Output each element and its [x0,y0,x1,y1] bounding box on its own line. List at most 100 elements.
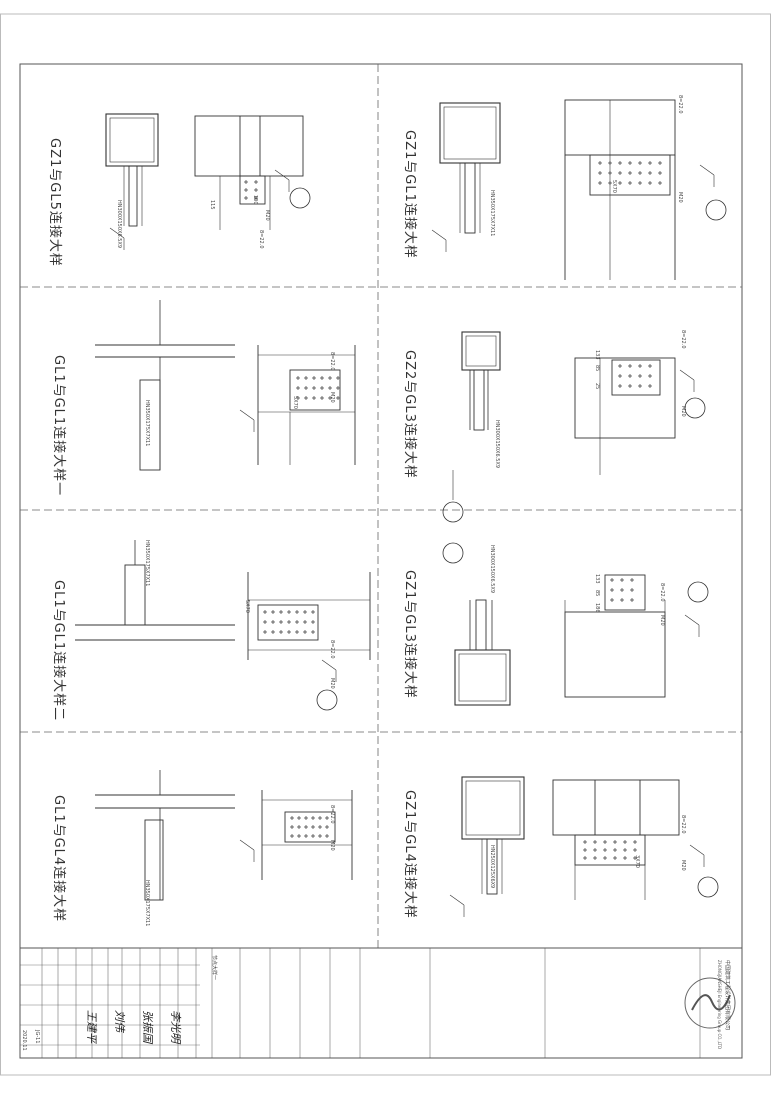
weld-leader [321,659,337,671]
weld-leader [431,229,447,241]
dim-label: M20 [329,678,335,689]
dim-label: M20 [659,615,665,626]
dim-label: 100 [252,195,258,205]
elevation-frame [564,99,676,156]
company-logo [691,994,731,1011]
dim-label: 8=22.0 [258,230,264,249]
signature: 王建平 [85,1010,98,1043]
dim-label: M20 [329,392,335,403]
member-label: HN350X175X7X11 [144,880,150,927]
weld-leader [109,227,125,239]
elevation-frame [552,779,680,836]
signature: 李光明 [169,1010,182,1043]
member-label: HN300X150X6.5X9 [489,545,495,593]
connection-plate [289,369,341,411]
detail-title-gz1-gl3: GZ1与GL3连接大样 [402,570,417,699]
member-label: HN300X150X6.5X9 [116,200,122,248]
weld-leader [239,839,255,851]
weld-leader [239,409,255,421]
weld-leader [449,894,465,906]
column-section-inner [465,335,497,367]
column-section [461,776,525,840]
signature: 刘伟 [113,1010,126,1032]
detail-title-gz1-gl1: GZ1与GL1连接大样 [402,130,417,259]
elevation-frame [574,357,676,439]
detail-title-gl1-gl4: GL1与GL4连接大样 [51,795,66,923]
connection-plate [284,811,336,843]
dim-label: M20 [680,860,686,871]
elevation-frame [194,115,304,177]
connection-plate [239,175,266,205]
column-section-inner [465,780,521,836]
dim-label: 115 [209,200,215,210]
member-label: HN350X175X7X11 [144,540,150,587]
connection-plate [611,359,661,396]
member-label: HN350X175X7X11 [144,400,150,447]
connection-plate [589,154,671,196]
column-section-inner [458,653,507,702]
connection-plate [604,574,646,611]
drawing-date: 2020.11 [21,1030,27,1051]
dim-label: 186 [594,603,600,613]
company-name-en: ZHONGJIANSHEJI Engineering Group CO.,LTD [717,960,722,1050]
company-name: 中国建筑工程设计集团有限公司 [724,960,730,1031]
detail-callout [705,199,727,221]
column-section [439,102,501,164]
column-section-inner [443,106,497,160]
beam-web [486,838,498,895]
detail-title-gz1-gl5: GZ1与GL5连接大样 [47,138,62,267]
detail-callout [697,876,719,898]
dim-label: M20 [329,840,335,851]
detail-callout [687,581,709,603]
column-section-inner [109,117,155,163]
weld-leader [274,169,290,181]
dim-label: M20 [264,210,270,221]
weld-leader [679,369,695,381]
beam-web [124,564,146,626]
elevation-frame [564,611,666,698]
dim-label: 133 [594,574,600,584]
dim-label: M20 [680,406,686,417]
beam-web [464,162,476,234]
dim-label: 5X70 [292,396,298,409]
member-label: HN300X150X6.5X9 [494,420,500,468]
detail-callout [442,542,464,564]
dim-label: 8=22.0 [680,815,686,834]
member-label: HN350X175X7X11 [489,190,495,237]
column-section [454,649,511,706]
dim-label: 8=22.0 [680,330,686,349]
dim-label: 8=22.0 [329,640,335,659]
beam-web [128,165,138,227]
detail-callout [684,397,706,419]
detail-title-gl1-gl1-one: GL1与GL1连接大样一 [51,355,66,497]
beam-web [144,819,164,901]
detail-callout [442,501,464,523]
member-label: HN250X125X6X9 [489,845,495,889]
beam-web [475,599,487,651]
dim-label: 8=22.0 [659,583,665,602]
beam-web [473,369,485,431]
detail-title-gz1-gl4: GZ1与GL4连接大样 [402,790,417,919]
detail-title-gl1-gl1-two: GL1与GL1连接大样二 [51,580,66,722]
column-section [461,331,501,371]
dim-label: 3X70 [634,855,640,868]
detail-callout [289,187,311,209]
sheet-title: 节点大样一 [211,955,217,981]
dim-label: 8=22.0 [329,352,335,371]
weld-leader [684,614,700,626]
dim-label: 5X70 [244,600,250,613]
company-logo [684,977,736,1029]
dim-label: M20 [677,192,683,203]
column-section [105,113,159,167]
dim-label: 25 [594,383,600,390]
connection-plate [574,834,646,866]
dim-label: 133 [594,350,600,360]
beam-web [139,379,161,471]
drawing-number: JG-11 [34,1030,40,1044]
weld-leader [699,164,715,176]
dim-label: 8=22.0 [677,95,683,114]
dim-label: 8=22.0 [329,805,335,824]
signature: 张振国 [141,1010,154,1043]
